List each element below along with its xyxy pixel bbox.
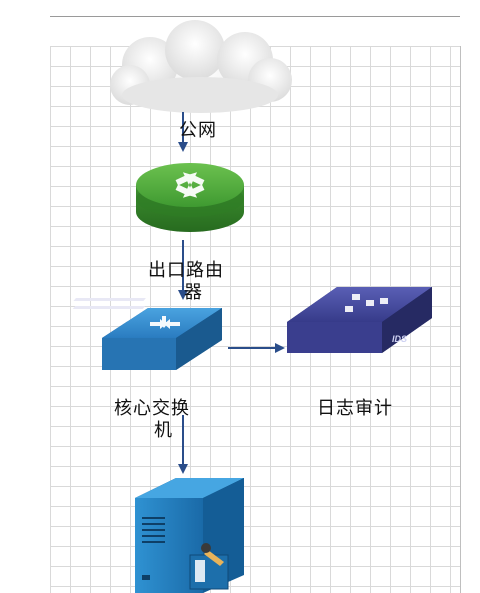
router-label-line1: 出口路由	[148, 260, 224, 281]
ids-badge: IDS	[392, 334, 408, 344]
ids-device-icon	[72, 287, 432, 353]
internet-label: 公网	[179, 120, 217, 141]
server-icon	[135, 478, 244, 593]
top-rule	[50, 16, 460, 17]
router-label-line2: 器	[184, 282, 203, 303]
switch-icon	[102, 308, 222, 370]
switch-label-line2: 机	[154, 420, 173, 441]
audit-label: 日志审计	[317, 398, 393, 419]
cloud-icon	[110, 20, 292, 113]
grid-background	[50, 46, 461, 593]
switch-label-line1: 核心交换	[114, 398, 190, 419]
router-icon	[136, 163, 244, 232]
